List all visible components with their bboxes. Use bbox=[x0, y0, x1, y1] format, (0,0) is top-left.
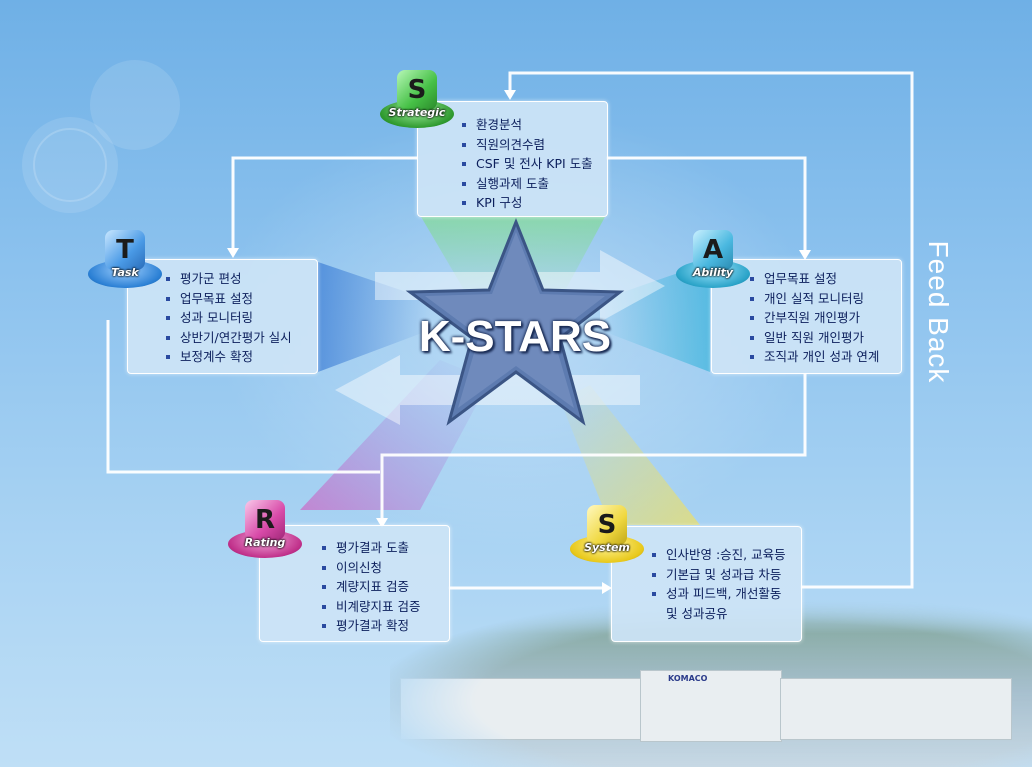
building-sign: KOMACO bbox=[668, 674, 708, 683]
list-item: 실행과제 도출 bbox=[462, 174, 607, 194]
ability-letter: A bbox=[693, 230, 733, 270]
list-item: CSF 및 전사 KPI 도출 bbox=[462, 154, 607, 174]
task-tag: Task bbox=[111, 266, 139, 279]
list-item: 조직과 개인 성과 연계 bbox=[750, 347, 901, 367]
strategic-letter: S bbox=[397, 70, 437, 110]
strategic-box: 환경분석 직원의견수렴 CSF 및 전사 KPI 도출 실행과제 도출 KPI … bbox=[417, 101, 608, 217]
strategic-tag: Strategic bbox=[388, 106, 446, 119]
system-tag: System bbox=[584, 541, 630, 554]
rating-tag: Rating bbox=[244, 536, 286, 549]
task-letter: T bbox=[105, 230, 145, 270]
list-item: 성과 모니터링 bbox=[166, 308, 317, 328]
list-item: 평가결과 도출 bbox=[322, 538, 449, 558]
system-badge: S System bbox=[570, 505, 644, 569]
list-item: 이의신청 bbox=[322, 558, 449, 578]
list-item: 개인 실적 모니터링 bbox=[750, 289, 901, 309]
task-badge: T Task bbox=[88, 230, 162, 294]
list-item: 계량지표 검증 bbox=[322, 577, 449, 597]
list-item: 평가결과 확정 bbox=[322, 616, 449, 636]
ability-badge: A Ability bbox=[676, 230, 750, 294]
list-item: 비계량지표 검증 bbox=[322, 597, 449, 617]
list-item: 보정계수 확정 bbox=[166, 347, 317, 367]
list-item: 성과 피드백, 개선활동 bbox=[652, 584, 801, 604]
system-letter: S bbox=[587, 505, 627, 545]
feedback-text: Feed Back bbox=[923, 240, 954, 384]
list-item: 업무목표 설정 bbox=[750, 269, 901, 289]
list-item: 간부직원 개인평가 bbox=[750, 308, 901, 328]
list-item: 인사반영 :승진, 교육등 bbox=[652, 545, 801, 565]
system-box: 인사반영 :승진, 교육등 기본급 및 성과급 차등 성과 피드백, 개선활동 … bbox=[611, 526, 802, 642]
list-item: 기본급 및 성과급 차등 bbox=[652, 565, 801, 585]
rating-box: 평가결과 도출 이의신청 계량지표 검증 비계량지표 검증 평가결과 확정 bbox=[259, 525, 450, 642]
list-item: 직원의견수렴 bbox=[462, 135, 607, 155]
list-item: KPI 구성 bbox=[462, 193, 607, 213]
feedback-label: Feed Back bbox=[918, 232, 958, 392]
center-title: K-STARS bbox=[418, 312, 612, 361]
list-item: 평가군 편성 bbox=[166, 269, 317, 289]
rating-letter: R bbox=[245, 500, 285, 540]
list-item: 상반기/연간평가 실시 bbox=[166, 328, 317, 348]
list-item: 환경분석 bbox=[462, 115, 607, 135]
list-item-continued: 및 성과공유 bbox=[666, 605, 728, 621]
list-item: 일반 직원 개인평가 bbox=[750, 328, 901, 348]
rating-badge: R Rating bbox=[228, 500, 302, 564]
ability-tag: Ability bbox=[692, 266, 734, 279]
list-item: 업무목표 설정 bbox=[166, 289, 317, 309]
strategic-badge: S Strategic bbox=[380, 70, 454, 134]
